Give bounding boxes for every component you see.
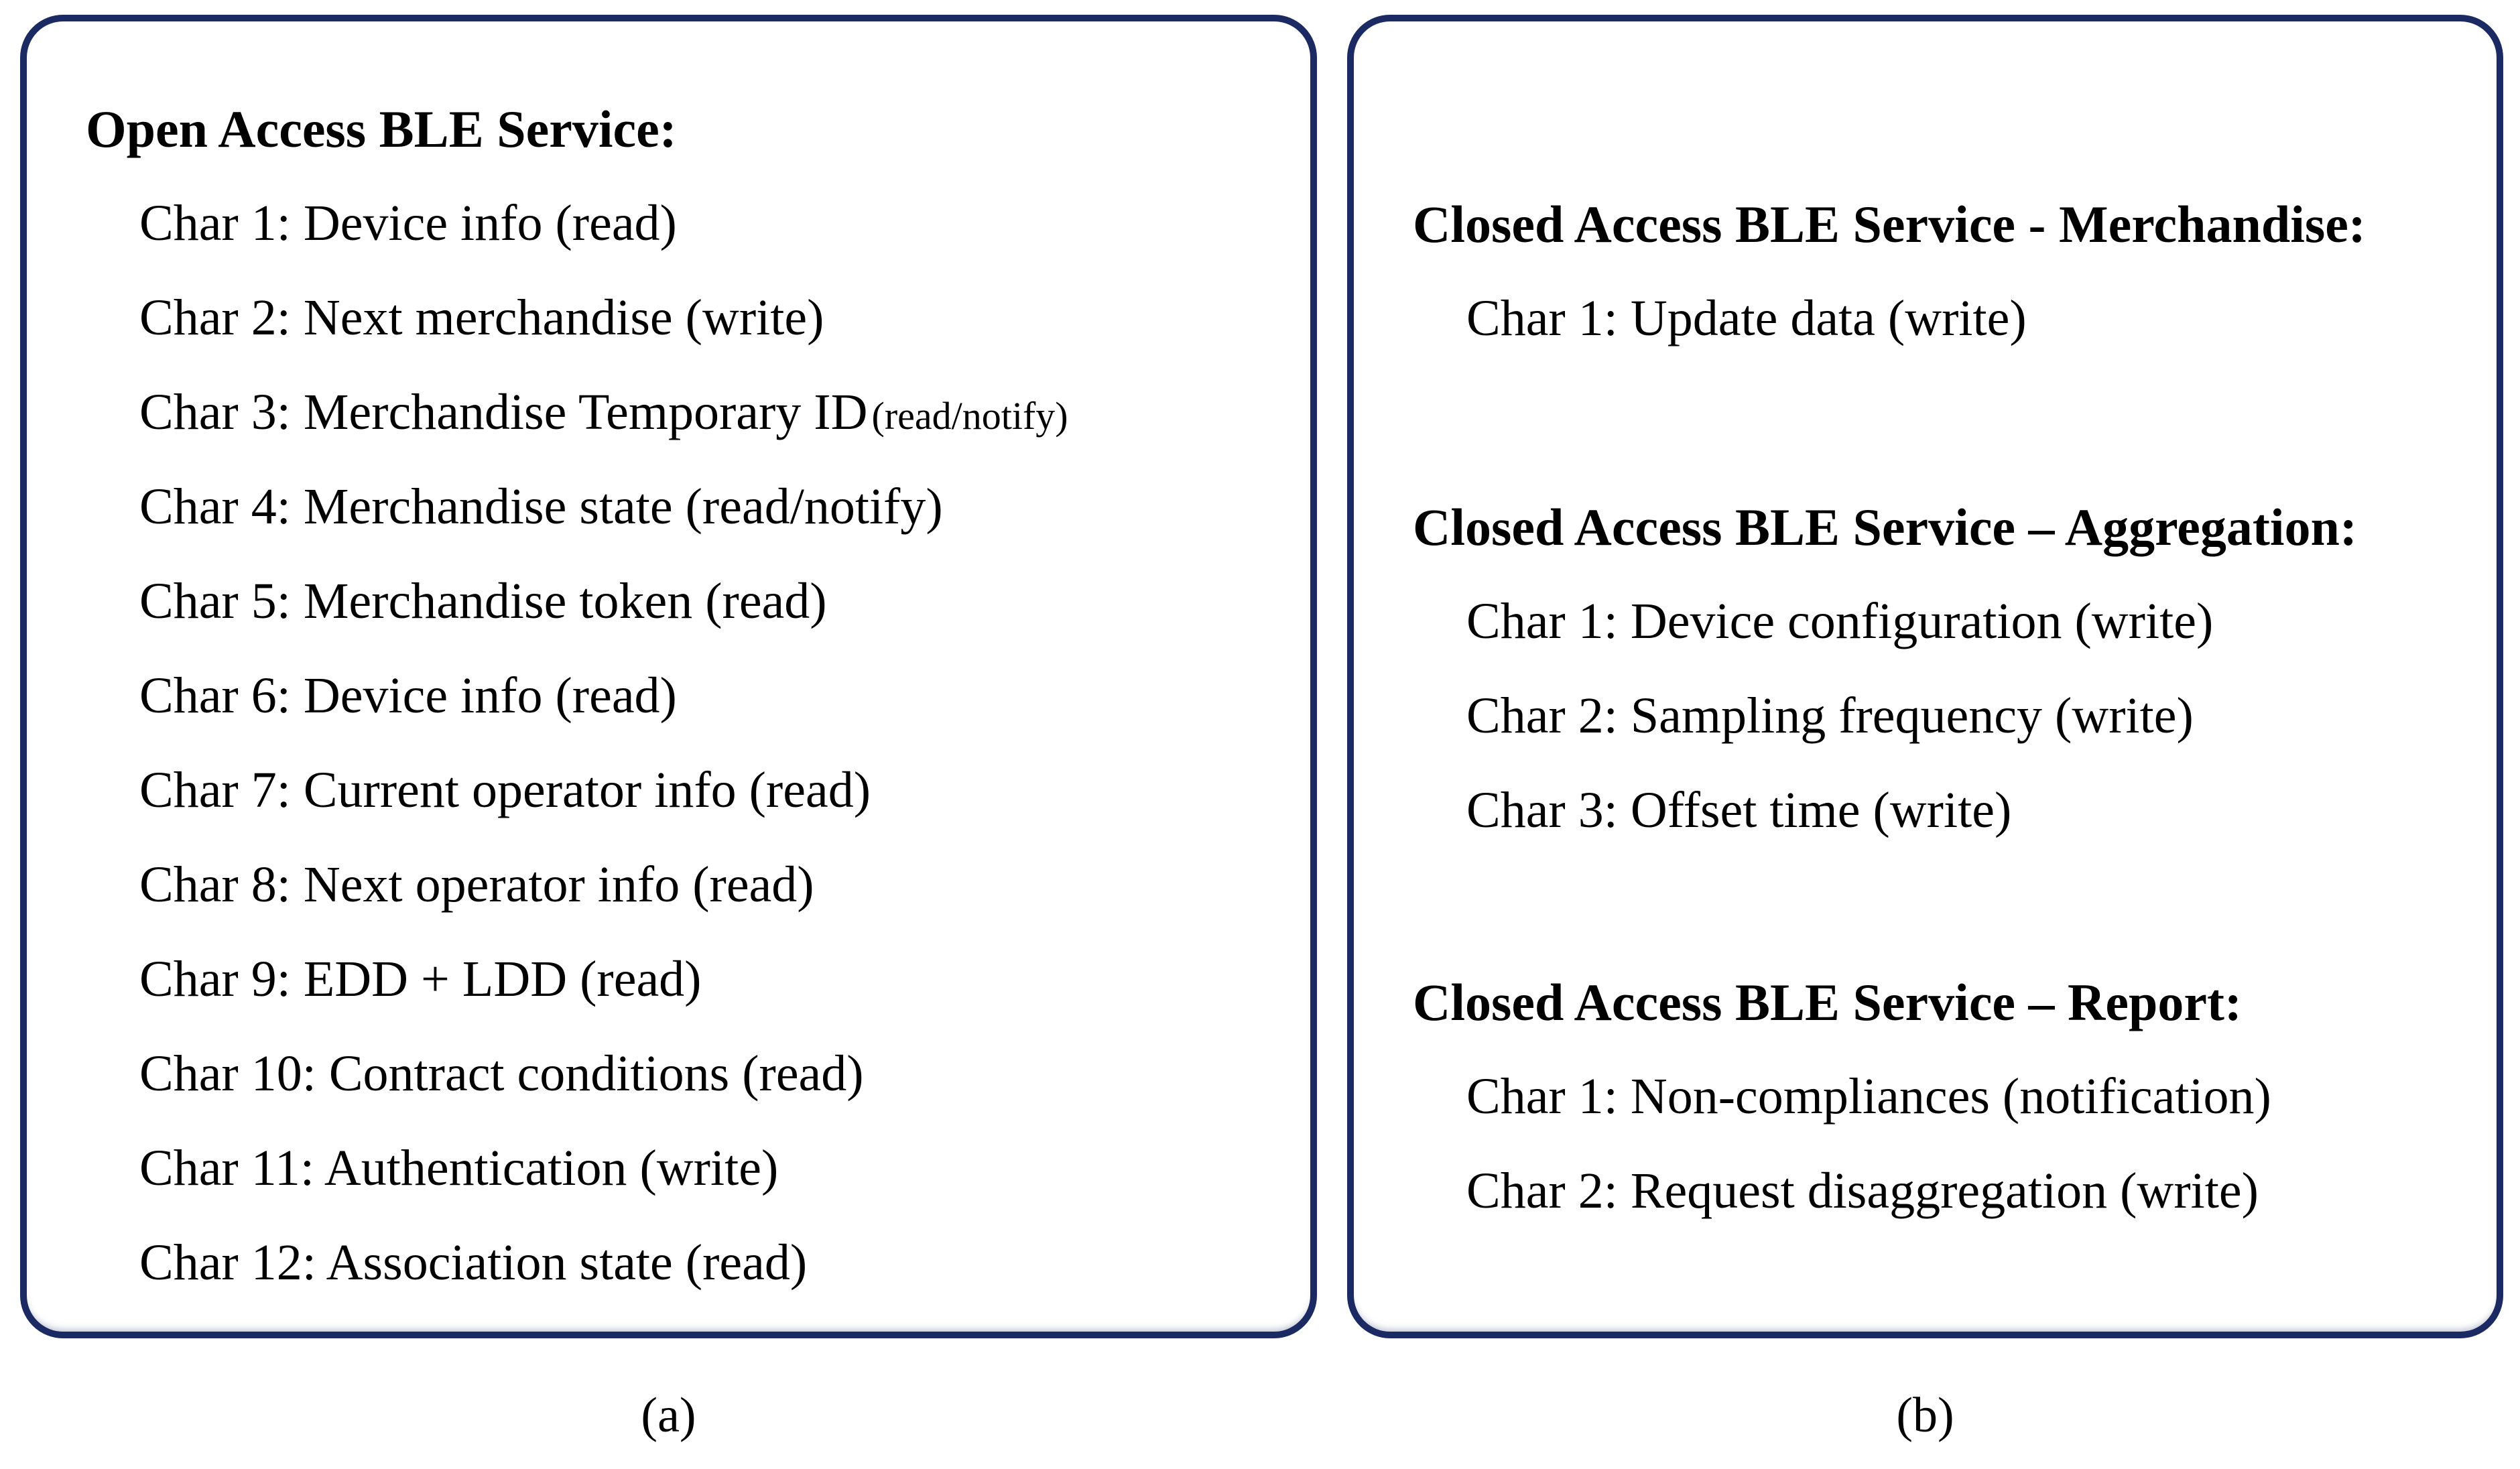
characteristic-row: Char 12: Association state (read) xyxy=(86,1216,1297,1310)
section-spacer xyxy=(1413,366,2483,480)
characteristic-text: Char 7: Current operator info (read) xyxy=(139,762,871,818)
characteristic-text: Char 9: EDD + LDD (read) xyxy=(139,951,702,1007)
characteristic-text: Char 2: Request disaggregation (write) xyxy=(1466,1163,2259,1219)
panel-b-label: (b) xyxy=(1896,1388,1954,1443)
characteristic-text: Char 4: Merchandise state (read/notify) xyxy=(139,478,943,535)
characteristic-text: Char 8: Next operator info (read) xyxy=(139,856,814,913)
characteristic-text: Char 1: Device info (read) xyxy=(139,195,677,251)
closed-access-report-title: Closed Access BLE Service – Report: xyxy=(1413,973,2242,1031)
characteristic-text: Char 1: Device configuration (write) xyxy=(1466,593,2214,649)
characteristic-row: Char 7: Current operator info (read) xyxy=(86,743,1297,838)
characteristic-row: Char 4: Merchandise state (read/notify) xyxy=(86,460,1297,554)
characteristic-row: Char 3: Offset time (write) xyxy=(1413,763,2483,858)
characteristic-row: Char 10: Contract conditions (read) xyxy=(86,1027,1297,1121)
characteristic-text: Char 2: Sampling frequency (write) xyxy=(1466,688,2194,744)
characteristic-row: Char 1: Device info (read) xyxy=(86,176,1297,271)
characteristic-row: Char 1: Device configuration (write) xyxy=(1413,574,2483,669)
characteristic-text: Char 1: Update data (write) xyxy=(1466,290,2027,346)
characteristic-text: Char 2: Next merchandise (write) xyxy=(139,290,824,346)
characteristic-text: Char 5: Merchandise token (read) xyxy=(139,573,827,629)
characteristic-text: Char 12: Association state (read) xyxy=(139,1234,808,1291)
characteristic-row: Char 3: Merchandise Temporary ID(read/no… xyxy=(86,365,1297,460)
characteristic-text: Char 11: Authentication (write) xyxy=(139,1140,779,1196)
characteristic-suffix: (read/notify) xyxy=(871,394,1068,438)
characteristic-row: Char 6: Device info (read) xyxy=(86,649,1297,743)
characteristic-text: Char 6: Device info (read) xyxy=(139,667,677,724)
panel-a-label: (a) xyxy=(641,1388,696,1443)
open-access-service-box: Open Access BLE Service: Char 1: Device … xyxy=(20,15,1317,1338)
characteristic-text: Char 10: Contract conditions (read) xyxy=(139,1045,864,1102)
section-spacer xyxy=(1413,858,2483,955)
characteristic-row: Char 2: Request disaggregation (write) xyxy=(1413,1144,2483,1238)
characteristic-text: Char 3: Merchandise Temporary ID xyxy=(139,384,868,440)
closed-access-aggregation-title: Closed Access BLE Service – Aggregation: xyxy=(1413,498,2357,556)
characteristic-row: Char 1: Update data (write) xyxy=(1413,271,2483,366)
characteristic-row: Char 1: Non-compliances (notification) xyxy=(1413,1049,2483,1144)
characteristic-text: Char 1: Non-compliances (notification) xyxy=(1466,1068,2271,1125)
characteristic-row: Char 2: Next merchandise (write) xyxy=(86,271,1297,365)
characteristic-row: Char 11: Authentication (write) xyxy=(86,1121,1297,1216)
open-access-service-title: Open Access BLE Service: xyxy=(86,100,677,158)
characteristic-row: Char 8: Next operator info (read) xyxy=(86,838,1297,932)
closed-access-merchandise-title: Closed Access BLE Service - Merchandise: xyxy=(1413,195,2366,253)
characteristic-text: Char 3: Offset time (write) xyxy=(1466,782,2012,838)
closed-access-service-box: Closed Access BLE Service - Merchandise:… xyxy=(1347,15,2503,1338)
characteristic-row: Char 9: EDD + LDD (read) xyxy=(86,932,1297,1027)
characteristic-row: Char 5: Merchandise token (read) xyxy=(86,554,1297,649)
characteristic-row: Char 2: Sampling frequency (write) xyxy=(1413,669,2483,763)
